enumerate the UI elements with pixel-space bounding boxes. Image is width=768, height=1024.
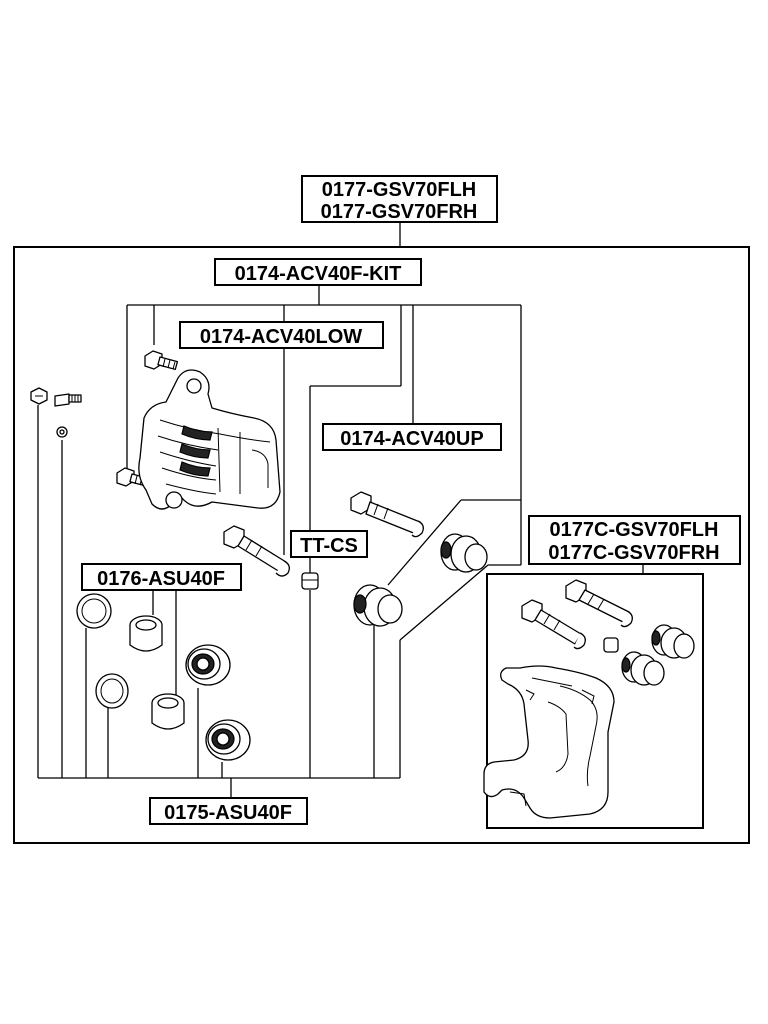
carrier-boot-2 <box>621 651 665 686</box>
label-low-pin: 0174-ACV40LOW <box>179 321 384 349</box>
label-carrier: 0177C-GSV70FLH 0177C-GSV70FRH <box>528 515 741 565</box>
guide-pin-boot-left <box>353 584 403 627</box>
label-main-assembly-line2: 0177-GSV70FRH <box>321 201 478 223</box>
label-kit-text: 0174-ACV40F-KIT <box>235 263 402 285</box>
piston-seal-lower <box>95 673 129 709</box>
label-carrier-line1: 0177C-GSV70FLH <box>550 519 719 541</box>
piston-lower <box>151 693 185 730</box>
label-seal-kit-text: 0175-ASU40F <box>164 802 292 824</box>
caliper-body <box>138 369 281 510</box>
dust-seal-upper <box>185 644 231 686</box>
label-up-pin-text: 0174-ACV40UP <box>340 428 483 450</box>
bleeder-cap <box>30 387 48 405</box>
label-seal-kit: 0175-ASU40F <box>149 797 308 825</box>
caliper-bolt-upper <box>144 350 179 371</box>
label-grease-text: TT-CS <box>300 535 358 557</box>
carrier-guide-pin-2 <box>565 579 633 628</box>
label-piston: 0176-ASU40F <box>81 563 242 591</box>
grease-sleeve <box>301 572 319 590</box>
leader-lines <box>37 222 644 798</box>
label-up-pin: 0174-ACV40UP <box>322 423 502 451</box>
label-main-assembly-line1: 0177-GSV70FLH <box>322 179 477 201</box>
assembly-frame <box>13 246 750 844</box>
caliper-carrier-bracket <box>483 665 615 819</box>
guide-pin-boot-right <box>440 533 488 573</box>
piston-upper <box>129 615 163 652</box>
label-grease: TT-CS <box>290 530 368 558</box>
carrier-guide-pin-1 <box>521 599 586 650</box>
piston-seal-upper <box>76 593 112 629</box>
upper-guide-pin <box>350 491 424 538</box>
label-low-pin-text: 0174-ACV40LOW <box>200 326 362 348</box>
label-carrier-line2: 0177C-GSV70FRH <box>548 542 719 564</box>
bleeder-washer <box>56 426 68 438</box>
label-main-assembly: 0177-GSV70FLH 0177-GSV70FRH <box>301 175 498 223</box>
carrier-frame <box>486 573 704 829</box>
bleeder-screw <box>54 393 82 407</box>
dust-seal-lower <box>205 719 251 761</box>
label-piston-text: 0176-ASU40F <box>97 568 225 590</box>
lower-guide-pin <box>223 525 290 577</box>
carrier-boot-1 <box>651 624 695 659</box>
label-kit: 0174-ACV40F-KIT <box>214 258 422 286</box>
carrier-sleeve <box>603 637 619 653</box>
